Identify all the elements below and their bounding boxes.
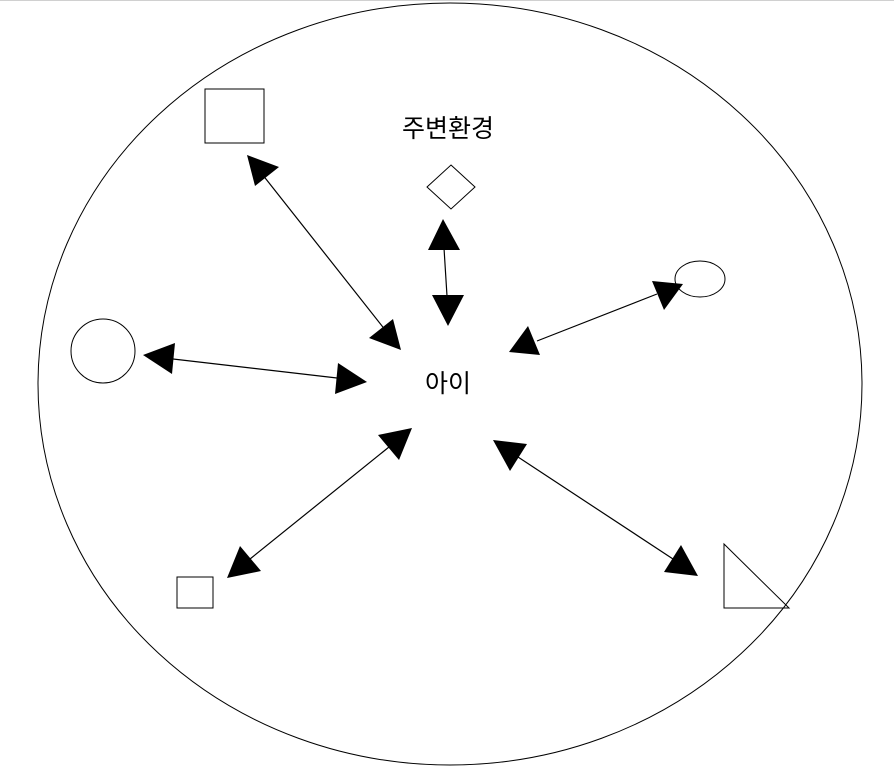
child-label: 아이 xyxy=(425,369,471,398)
environment-label: 주변환경 xyxy=(402,114,494,143)
diamond-node xyxy=(426,164,476,210)
right-triangle-node xyxy=(723,542,791,609)
environment-boundary xyxy=(37,2,863,766)
small-square-node xyxy=(176,576,214,609)
arrow-right-triangle xyxy=(493,440,698,576)
top-border xyxy=(0,0,894,1)
arrow-small-ellipse xyxy=(509,281,683,355)
arrow-small-square xyxy=(227,428,412,578)
circle-node xyxy=(70,318,136,384)
arrow-large-square xyxy=(247,155,401,350)
arrow-diamond xyxy=(428,219,464,326)
small-ellipse-node xyxy=(674,260,726,298)
arrow-circle xyxy=(143,343,367,394)
large-square-node xyxy=(204,88,265,144)
